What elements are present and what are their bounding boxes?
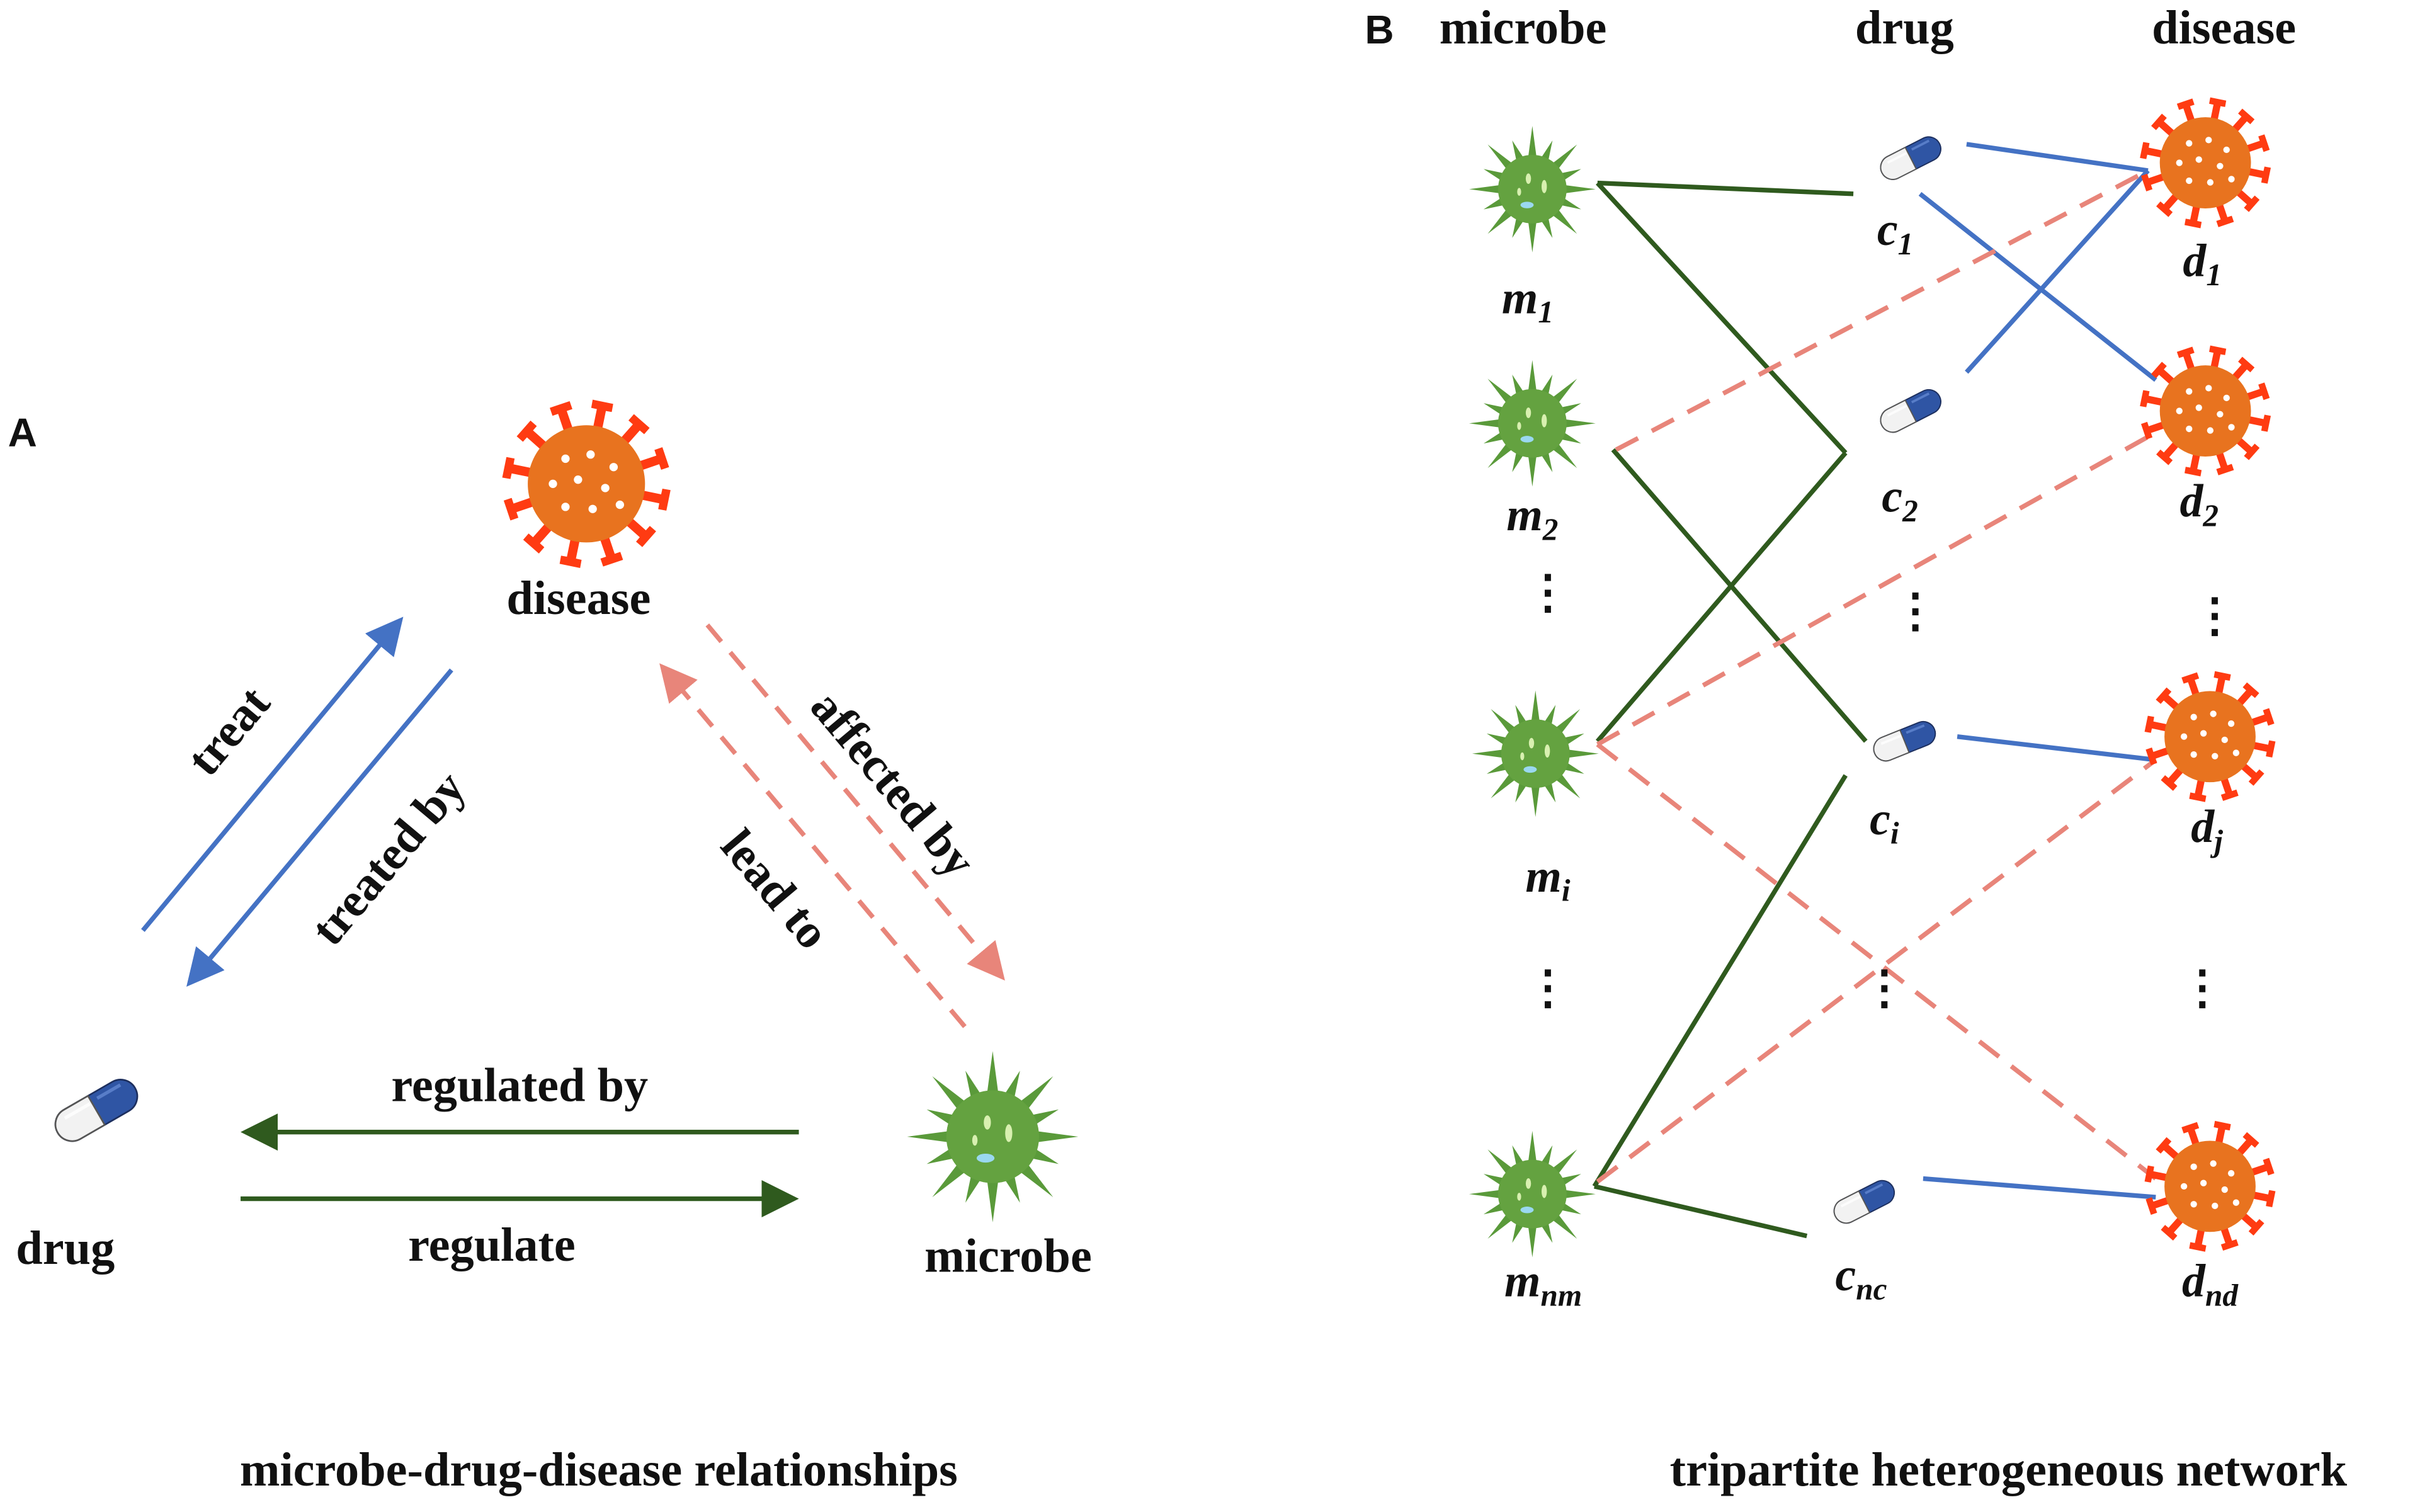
regulate-label: regulate [408,1218,576,1271]
panel-a-caption: microbe-drug-disease relationships [240,1443,958,1496]
edge-m1-c2 [1596,181,1848,455]
edge-ci-dj [1957,734,2156,763]
disease-icon [2140,97,2271,229]
disease-label-dnd: dnd [2182,1255,2239,1313]
panel-b: B microbe drug disease [1365,1,2347,1496]
drug-pill-icon [49,1074,143,1147]
disease-label-dj: dj [2191,800,2223,858]
drug-label-c1: c1 [1877,203,1913,261]
microbe-icon [1472,690,1599,817]
disease-label-d2: d2 [2179,475,2219,533]
panel-b-letter: B [1365,7,1394,52]
node-drug-label: drug [16,1221,115,1275]
header-disease: disease [2152,1,2296,54]
disease-icon [502,399,671,568]
drug-disease-edges [1918,142,2157,1200]
microbe-label-m2: m2 [1506,489,1558,547]
edge-cnc-dnd [1923,1176,2156,1200]
edge-m2-d1 [1615,168,2149,452]
treated-by-arrow [186,668,453,987]
drug-ellipsis: ⋮ [1892,585,1939,637]
lead-to-label: lead to [711,819,840,959]
regulated-by-label: regulated by [391,1058,648,1111]
microbe-label-mi: mi [1525,850,1570,908]
panel-a: A disease drug microbe treat treated by … [8,399,1092,1496]
drug-ellipsis: ⋮ [1861,962,1907,1013]
microbe-label-mnm: mnm [1504,1255,1582,1313]
microbe-drug-edges [1592,180,1868,1239]
disease-icon [2144,1120,2276,1252]
edge-mi-d2 [1596,432,2154,747]
microbe-icon [907,1051,1079,1222]
drug-pill-icon [1875,131,1946,185]
disease-icon [2140,345,2271,477]
edge-mnm-cnc [1594,1184,1808,1239]
edge-mi-c2 [1595,451,1848,743]
treat-label: treat [176,676,280,785]
microbe-icon [1469,360,1596,487]
microbe-icon [1469,125,1596,253]
disease-ellipsis: ⋮ [2179,962,2225,1013]
lead-to-arrow [659,663,967,1028]
edge-mnm-ci [1592,774,1848,1188]
treated-by-label: treated by [300,761,475,955]
panel-a-letter: A [8,410,37,455]
microbe-label-m1: m1 [1502,271,1554,329]
drug-pill-icon [1868,717,1940,766]
panel-b-caption: tripartite heterogeneous network [1670,1443,2348,1496]
drug-label-ci: ci [1870,793,1899,851]
edge-m1-c1 [1597,180,1854,196]
drug-label-c2: c2 [1882,470,1918,528]
edge-c2-d1 [1965,169,2150,374]
microbe-icon [1469,1130,1596,1258]
drug-pill-icon [1829,1175,1900,1229]
edge-c1-d2 [1918,191,2157,382]
microbe-ellipsis: ⋮ [1525,566,1571,618]
affected-by-label: affected by [800,680,986,887]
disease-icon [2144,671,2276,802]
edge-c1-d1 [1966,142,2149,173]
node-microbe-label: microbe [924,1229,1092,1282]
edge-m2-ci [1611,448,1868,743]
drug-pill-icon [1875,384,1946,438]
header-microbe: microbe [1440,1,1607,54]
node-disease-label: disease [506,571,651,625]
microbe-ellipsis: ⋮ [1525,962,1571,1013]
treat-arrow [141,617,404,932]
microbe-disease-edges [1596,168,2157,1184]
edge-mnm-dj [1596,758,2157,1184]
header-drug: drug [1855,1,1954,54]
drug-label-cnc: cnc [1835,1249,1887,1307]
affected-by-arrow [705,623,1005,981]
disease-ellipsis: ⋮ [2191,589,2238,641]
disease-label-d1: d1 [2183,234,2222,292]
